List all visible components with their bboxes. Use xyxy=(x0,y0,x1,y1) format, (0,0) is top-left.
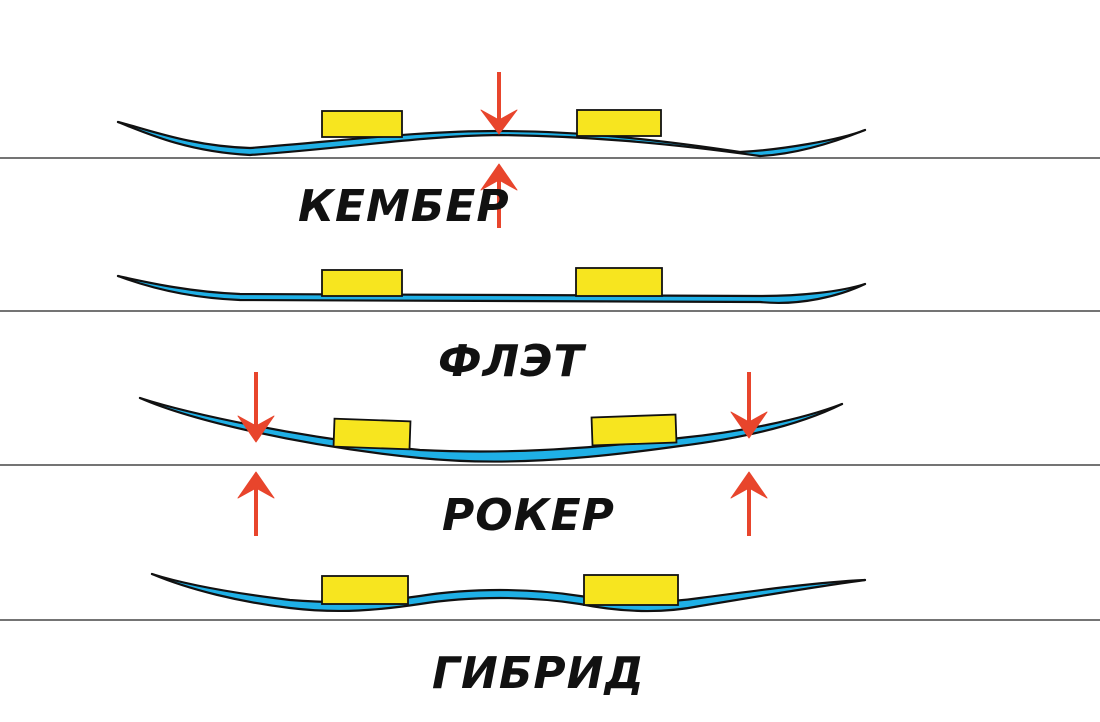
camber-board-top-line xyxy=(116,120,867,154)
flat-profile: ФЛЭТ xyxy=(0,267,1100,387)
hybrid-label: ГИБРИД xyxy=(432,648,645,699)
rocker-board xyxy=(140,398,842,462)
hybrid-profile: ГИБРИД xyxy=(0,572,1100,699)
rocker-profile: РОКЕР xyxy=(0,372,1100,541)
rocker-binding-right xyxy=(590,413,678,447)
hybrid-board xyxy=(152,574,865,612)
camber-binding-right xyxy=(576,109,662,137)
rocker-label: РОКЕР xyxy=(442,490,615,541)
flat-board-top-line xyxy=(116,274,867,298)
rocker-board-base-line xyxy=(138,396,844,463)
hybrid-binding-right xyxy=(583,574,679,606)
flat-binding-left xyxy=(321,269,403,297)
hybrid-board-top-line xyxy=(150,572,867,604)
camber-label: КЕМБЕР xyxy=(298,181,510,232)
rocker-left-up-arrow xyxy=(237,471,275,536)
camber-down-arrow xyxy=(480,72,518,135)
camber-up-arrow xyxy=(480,163,518,228)
camber-board xyxy=(118,122,865,156)
hybrid-binding-left xyxy=(321,575,409,605)
flat-binding-right xyxy=(575,267,663,297)
rocker-left-down-arrow xyxy=(237,372,275,443)
rocker-right-up-arrow xyxy=(730,471,768,536)
camber-binding-left xyxy=(321,110,403,138)
flat-label: ФЛЭТ xyxy=(438,336,586,387)
flat-board-base-line xyxy=(116,274,867,304)
camber-profile: КЕМБЕР xyxy=(0,72,1100,232)
rocker-binding-left xyxy=(332,417,412,451)
rocker-right-down-arrow xyxy=(730,372,768,439)
hybrid-board-base-line xyxy=(150,572,867,613)
camber-board-base-line xyxy=(116,120,867,158)
